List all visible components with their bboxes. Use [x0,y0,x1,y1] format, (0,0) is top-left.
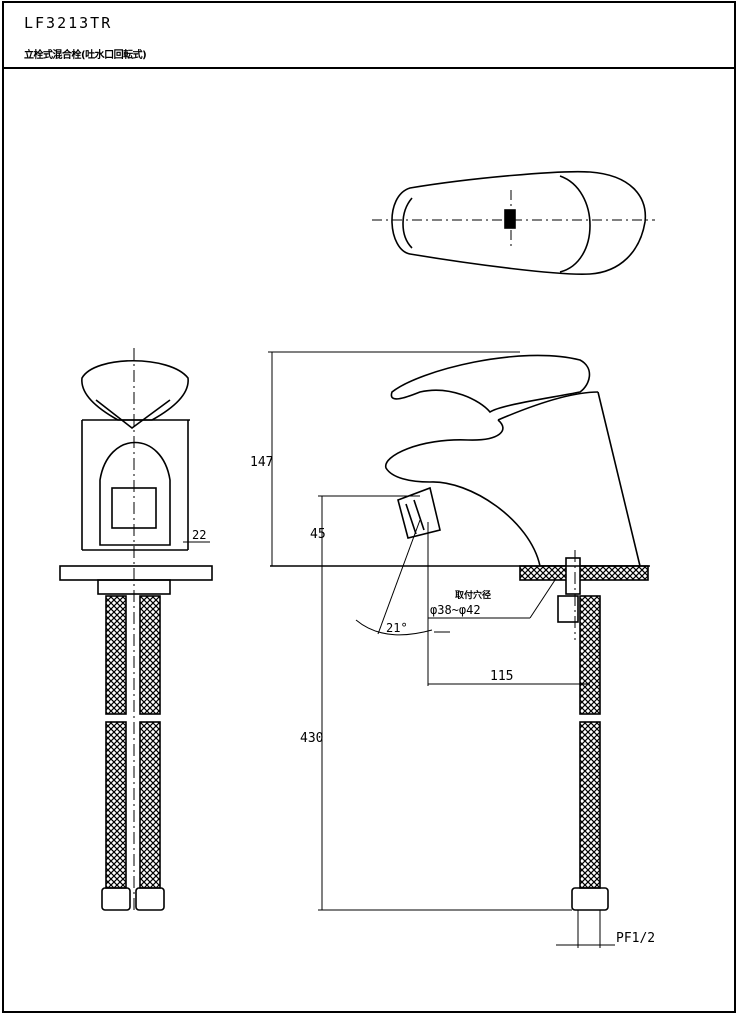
side-handle [390,354,591,414]
front-handle-cap [81,359,189,421]
side-counter [519,565,649,581]
side-view [270,354,650,911]
dim-hole-range-label: φ38~φ42 [430,603,481,617]
front-fitting-left [101,887,131,911]
side-spout-outlet [397,486,441,539]
side-hose-lower [579,721,601,889]
dim-spout-reach-label: 115 [490,669,513,684]
side-body [385,391,642,567]
dim-total-height-label: 147 [250,455,273,470]
front-base-plate [59,565,213,581]
front-hose-left-upper [105,595,127,715]
front-fitting-right [135,887,165,911]
side-hose-upper [579,595,601,715]
front-hose-right-lower [139,721,161,889]
product-description: 立栓式混合栓(吐水口回転式) [24,50,147,61]
side-mount-stud [565,557,581,595]
front-hose-left-lower [105,721,127,889]
dimension-lines [268,351,615,948]
top-view [372,170,655,276]
model-number: LF3213TR [24,14,113,32]
top-view-handle [391,170,647,276]
dim-hole-label: 取付穴径 [455,589,491,601]
top-view-cap [559,175,591,273]
dim-angle-label: 21° [386,621,408,635]
dim-hose-length-label: 430 [300,731,323,746]
dim-spout-height-label: 45 [310,527,326,542]
front-handle-lower [95,399,171,430]
top-view-inner [402,197,413,249]
dim-body-width-label: 22 [192,528,206,542]
front-spout-arch [99,441,171,546]
front-view [59,348,213,911]
top-view-pin [504,209,516,229]
dim-thread-label: PF1/2 [616,931,655,946]
side-fitting [571,887,609,911]
front-hose-right-upper [139,595,161,715]
